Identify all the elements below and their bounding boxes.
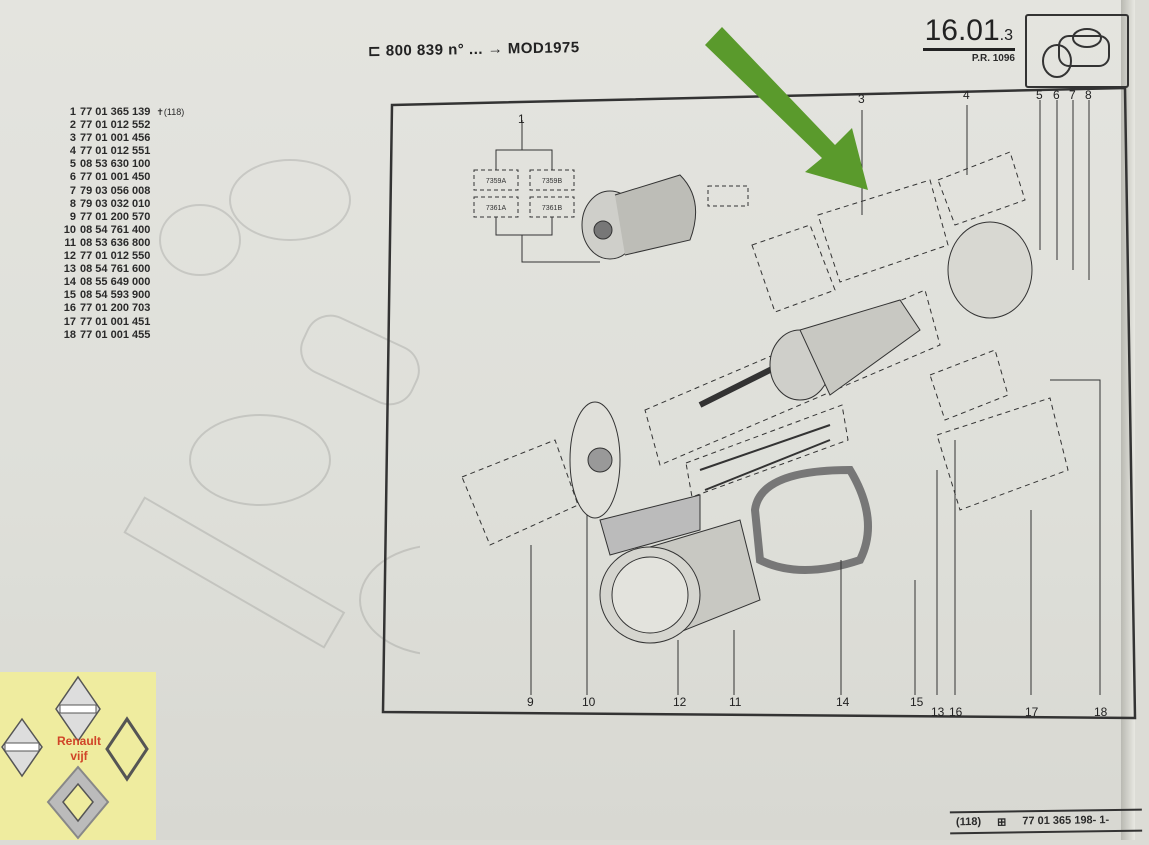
parts-list-item: 15 08 54 593 900: [58, 289, 184, 302]
callout-number: 13: [931, 705, 945, 719]
yoke-housing: [599, 494, 761, 644]
parts-list-item: 17 77 01 001 451: [58, 316, 184, 329]
parts-list-item: 12 77 01 012 550: [58, 250, 184, 263]
catalog-symbol-icon: ⊞: [997, 816, 1007, 829]
part-ref: 2: [69, 119, 76, 132]
parts-list-item: 11 08 53 636 800: [58, 237, 184, 250]
parts-list-item: 2 77 01 012 552: [58, 119, 184, 132]
part-number: 77 01 012 550: [80, 250, 151, 263]
page-footer: (118) ⊞ 77 01 365 198- 1-: [949, 808, 1143, 835]
brush-plate: [947, 221, 1033, 319]
part-ref: 14: [63, 276, 76, 289]
callout-number: 12: [673, 695, 687, 709]
callout-number: 11: [729, 695, 742, 709]
starter-motor-thumbnail: [1025, 14, 1129, 88]
callout-number: 8: [1085, 88, 1092, 102]
part-number: 08 54 761 600: [80, 263, 151, 276]
page-edge: [1121, 0, 1135, 840]
parts-list-item: 9 77 01 200 570: [58, 211, 184, 224]
diagram-frame: [381, 86, 1137, 720]
parts-list-item: 16 77 01 200 703: [58, 302, 184, 315]
callout-number: 18: [1094, 705, 1108, 719]
part-ref: 18: [63, 328, 76, 341]
callout-number: 16: [949, 705, 963, 719]
part-number: 08 53 636 800: [80, 236, 151, 249]
parts-list-item: 10 08 54 761 400: [58, 224, 184, 237]
part-number: 08 53 630 100: [80, 158, 151, 171]
part-ref: 17: [63, 315, 76, 328]
part-number: 77 01 012 551: [80, 145, 151, 158]
parts-list-item: 3 77 01 001 456: [58, 132, 184, 145]
callout-number: 10: [582, 695, 596, 709]
page-reference: 16.01.3 P.R. 1096: [915, 14, 1015, 64]
part-ref: 12: [63, 250, 76, 263]
part-ref: 15: [63, 289, 76, 302]
variant-label: 7359A: [486, 178, 507, 185]
show-through-illustration: [123, 159, 420, 655]
callout-number: 4: [963, 88, 970, 102]
page-number: 16.01.3: [922, 14, 1015, 51]
part-number: 77 01 001 451: [80, 315, 151, 328]
part-ref: 13: [63, 263, 76, 276]
pr-reference: P.R. 1096: [971, 53, 1015, 64]
part-ref: 5: [69, 158, 76, 171]
part-ref: 3: [69, 132, 76, 145]
highlight-arrow: [705, 27, 868, 190]
part-number: 77 01 200 703: [80, 302, 151, 315]
part-number: 77 01 001 455: [80, 328, 151, 341]
variant-label: 7359B: [542, 178, 563, 185]
callout-number: 7: [1069, 88, 1076, 102]
parts-list-item: 1 77 01 365 139 ✝(118): [58, 106, 184, 119]
part-ref: 1: [69, 106, 76, 118]
callout-number: 5: [1036, 88, 1043, 102]
part-number: 77 01 365 139: [80, 106, 151, 118]
callout-number: 15: [910, 695, 924, 709]
part-number: 08 55 649 000: [80, 276, 151, 289]
parts-list: 1 77 01 365 139 ✝(118) 2 77 01 012 552 3 77 01…: [58, 106, 185, 342]
parts-list-item: 5 08 53 630 100: [58, 158, 184, 171]
part-number: 79 03 032 010: [80, 197, 151, 210]
part-number: 77 01 200 570: [80, 210, 151, 223]
parts-list-item: 14 08 55 649 000: [58, 276, 184, 289]
variant-label: 7361B: [542, 205, 563, 212]
part-ref: 10: [63, 223, 76, 236]
callout-number: 9: [527, 695, 534, 709]
parts-list-item: 6 77 01 001 450: [58, 171, 184, 184]
renault-vijf-logo: Renault vijf: [0, 672, 156, 840]
callout-number: 6: [1053, 88, 1060, 102]
part-ref: 8: [69, 197, 76, 210]
part-number: 77 01 012 552: [80, 119, 151, 132]
part-ref: 4: [69, 145, 76, 158]
part-number: 08 54 593 900: [80, 289, 151, 302]
parts-list-item: 13 08 54 761 600: [58, 263, 184, 276]
parts-list-item: 18 77 01 001 455: [58, 329, 184, 342]
callout-number: 1: [518, 112, 525, 126]
part-number: 08 54 761 400: [80, 223, 151, 236]
callout-number: 17: [1025, 705, 1039, 719]
part-ref: 16: [63, 302, 76, 315]
part-number: 79 03 056 008: [80, 184, 151, 197]
part-note: ✝(118): [156, 107, 185, 117]
callout-number: 14: [836, 695, 850, 709]
variant-label: 7361A: [486, 205, 507, 212]
parts-list-item: 8 79 03 032 010: [58, 198, 184, 211]
field-coil: [750, 465, 872, 574]
parts-list-item: 7 79 03 056 008: [58, 185, 184, 198]
part-number: 77 01 001 450: [80, 171, 151, 184]
part-number: 77 01 001 456: [80, 132, 151, 145]
part-ref: 9: [69, 210, 76, 223]
callout-number: 3: [858, 92, 865, 106]
part-ref: 7: [69, 184, 76, 197]
part-ref: 11: [64, 236, 76, 249]
armature: [698, 299, 921, 408]
part-ref: 6: [69, 171, 76, 184]
parts-list-item: 4 77 01 012 551: [58, 145, 184, 158]
starter-assembly: [581, 174, 697, 260]
